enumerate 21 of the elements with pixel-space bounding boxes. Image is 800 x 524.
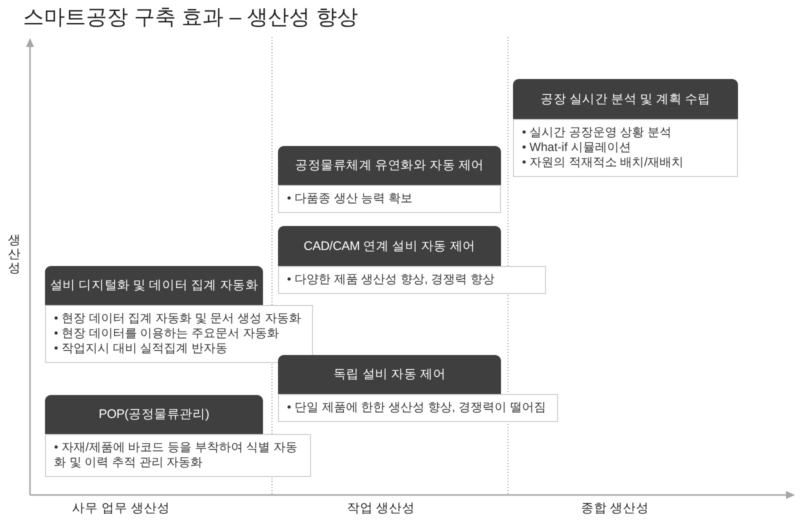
card-heading: 공장 실시간 분석 및 계획 수립 bbox=[513, 79, 738, 119]
bullet-text: • 자재/제품에 바코드 등을 부착하여 식별 자동화 및 이력 추적 관리 자동화 bbox=[54, 440, 299, 470]
card-heading: CAD/CAM 연계 설비 자동 제어 bbox=[278, 226, 501, 266]
bullet-text: • 자원의 적재적소 배치/재배치 bbox=[522, 155, 685, 170]
axis-label: 종합 생산성 bbox=[580, 500, 650, 516]
card-heading: 설비 디지털화 및 데이터 집계 자동화 bbox=[45, 266, 263, 305]
card-heading: 공정물류체계 유연화와 자동 제어 bbox=[278, 146, 501, 185]
axis-label: 생산성 bbox=[8, 234, 20, 276]
bullet-text: • 실시간 공장운영 상황 분석 bbox=[522, 125, 673, 140]
bullet-text: • 현장 데이터를 이용하는 주요문서 자동화 bbox=[54, 326, 280, 341]
bullet-text: • What-if 시뮬레이션 bbox=[522, 140, 632, 155]
bullet-text: • 다품종 생산 능력 확보 bbox=[287, 191, 414, 206]
bullet-text: • 작업지시 대비 실적집계 반자동 bbox=[54, 341, 229, 356]
bullet-text: • 다양한 제품 생산성 향상, 경쟁력 향상 bbox=[287, 272, 496, 287]
bullet-text: • 현장 데이터 집계 자동화 및 문서 생성 자동화 bbox=[54, 311, 302, 326]
card-heading: 독립 설비 자동 제어 bbox=[278, 355, 501, 394]
bullet-text: • 단일 제품에 한한 생산성 향상, 경쟁력이 떨어짐 bbox=[287, 400, 547, 415]
axis-label: 작업 생산성 bbox=[346, 500, 416, 516]
card-heading: POP(공정물류관리) bbox=[45, 395, 263, 434]
axis-label: 사무 업무 생산성 bbox=[72, 500, 170, 516]
diagram-title: 스마트공장 구축 효과 – 생산성 향상 bbox=[23, 5, 358, 31]
